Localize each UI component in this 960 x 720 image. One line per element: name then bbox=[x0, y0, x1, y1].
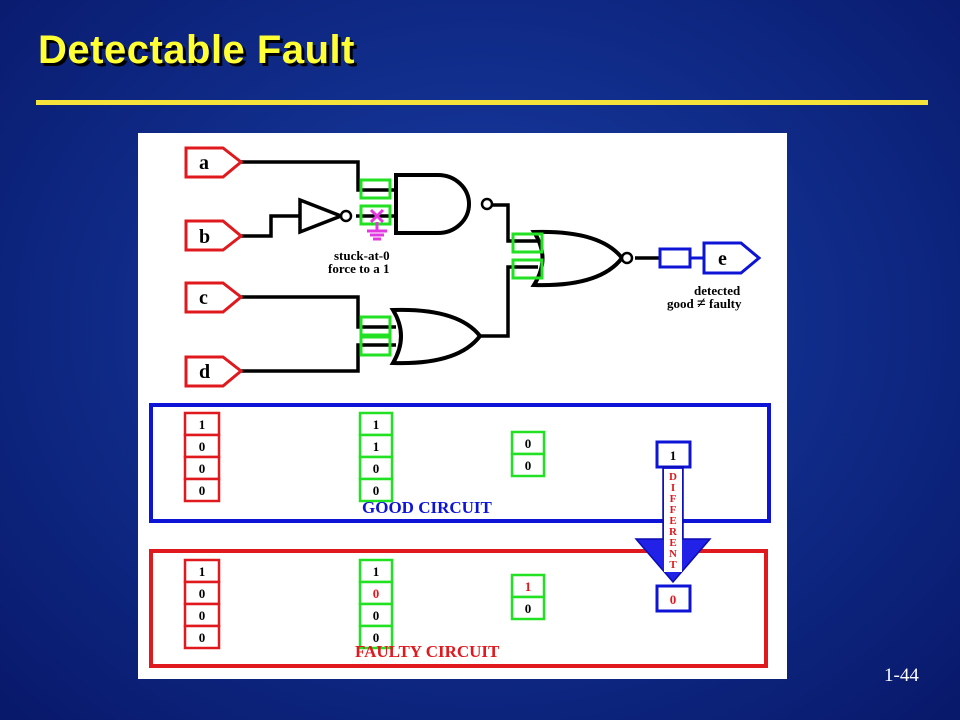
faulty-or-input-value: 0 bbox=[525, 601, 532, 616]
output-gate-bubble bbox=[620, 251, 634, 265]
input-terminal-a: a bbox=[184, 146, 244, 179]
arrow-letter: F bbox=[670, 493, 677, 505]
fault-diagram: a b c d e stuck-at-0 force to a 1 det bbox=[138, 133, 787, 679]
good-input-value: 0 bbox=[199, 483, 206, 498]
detected-label-line2: good ≠ faulty bbox=[667, 295, 742, 312]
input-terminal-c: c bbox=[184, 281, 244, 314]
arrow-label-strip bbox=[664, 469, 682, 572]
faulty-gate-input-values: 1 0 0 0 bbox=[358, 558, 394, 650]
faulty-or-input-values: 1 0 bbox=[510, 573, 546, 621]
good-output-text: 1 bbox=[670, 448, 677, 463]
good-circuit-label: GOOD CIRCUIT bbox=[362, 498, 493, 517]
good-circuit-panel bbox=[149, 403, 771, 523]
faulty-or-input-value: 1 bbox=[525, 579, 532, 594]
good-gate-input-value: 1 bbox=[373, 439, 380, 454]
good-or-input-values: 0 0 bbox=[510, 430, 546, 478]
faulty-input-value: 0 bbox=[199, 630, 206, 645]
faulty-circuit-panel bbox=[149, 549, 768, 668]
good-input-values: 1 0 0 0 bbox=[183, 411, 221, 503]
output-probe-box bbox=[658, 247, 692, 269]
fault-label-line1: stuck-at-0 bbox=[334, 248, 390, 263]
page-number: 1-44 bbox=[884, 665, 919, 686]
input-label-d: d bbox=[199, 361, 210, 383]
detected-good-text: good bbox=[667, 296, 695, 311]
output-label-e: e bbox=[718, 248, 727, 270]
good-or-input-value: 0 bbox=[525, 458, 532, 473]
arrow-letter: D bbox=[669, 471, 677, 483]
good-input-value: 0 bbox=[199, 461, 206, 476]
detected-faulty-text: faulty bbox=[709, 296, 742, 311]
arrow-letter: I bbox=[671, 482, 675, 494]
good-gate-input-value: 1 bbox=[373, 417, 380, 432]
faulty-input-value: 0 bbox=[199, 586, 206, 601]
arrow-letter: R bbox=[669, 526, 678, 538]
inverter-output-bubble bbox=[339, 209, 353, 223]
faulty-input-value: 0 bbox=[199, 608, 206, 623]
good-or-input-value: 0 bbox=[525, 436, 532, 451]
arrow-letter: N bbox=[669, 548, 677, 560]
title-underline bbox=[36, 100, 928, 105]
faulty-input-values: 1 0 0 0 bbox=[183, 558, 221, 650]
faulty-gate-input-value: 0 bbox=[373, 608, 380, 623]
output-terminal-e: e bbox=[658, 241, 762, 275]
signal-probes bbox=[359, 178, 544, 357]
input-terminal-b: b bbox=[184, 219, 244, 252]
detected-label-line1: detected bbox=[694, 283, 741, 298]
nand-gate bbox=[394, 173, 494, 235]
slide-title: Detectable Fault bbox=[38, 28, 355, 72]
good-gate-input-value: 0 bbox=[373, 461, 380, 476]
fault-label-line2: force to a 1 bbox=[328, 261, 389, 276]
faulty-output-value: 0 bbox=[655, 584, 692, 613]
good-output-value: 1 bbox=[655, 440, 692, 469]
arrow-letter: E bbox=[669, 515, 676, 527]
not-equal-symbol: ≠ bbox=[697, 295, 706, 312]
arrow-letter: E bbox=[669, 537, 676, 549]
faulty-output-text: 0 bbox=[670, 592, 677, 607]
good-gate-input-values: 1 1 0 0 bbox=[358, 411, 394, 503]
arrow-letter: T bbox=[669, 559, 677, 571]
input-terminal-d: d bbox=[184, 355, 244, 388]
input-label-c: c bbox=[199, 287, 208, 309]
fault-marker-icon bbox=[367, 208, 387, 241]
faulty-circuit-label: FAULTY CIRCUIT bbox=[355, 642, 500, 661]
good-input-value: 0 bbox=[199, 439, 206, 454]
inverter-gate bbox=[298, 197, 353, 235]
nand-output-bubble bbox=[480, 197, 494, 211]
faulty-gate-input-value: 0 bbox=[373, 586, 380, 601]
good-gate-input-value: 0 bbox=[373, 483, 380, 498]
arrow-letter: F bbox=[670, 504, 677, 516]
faulty-input-value: 1 bbox=[199, 564, 206, 579]
faulty-gate-input-value: 1 bbox=[373, 564, 380, 579]
faulty-gate-input-value: 0 bbox=[373, 630, 380, 645]
good-input-value: 1 bbox=[199, 417, 206, 432]
input-label-a: a bbox=[199, 152, 209, 174]
or-gate bbox=[389, 307, 483, 366]
input-label-b: b bbox=[199, 226, 210, 248]
